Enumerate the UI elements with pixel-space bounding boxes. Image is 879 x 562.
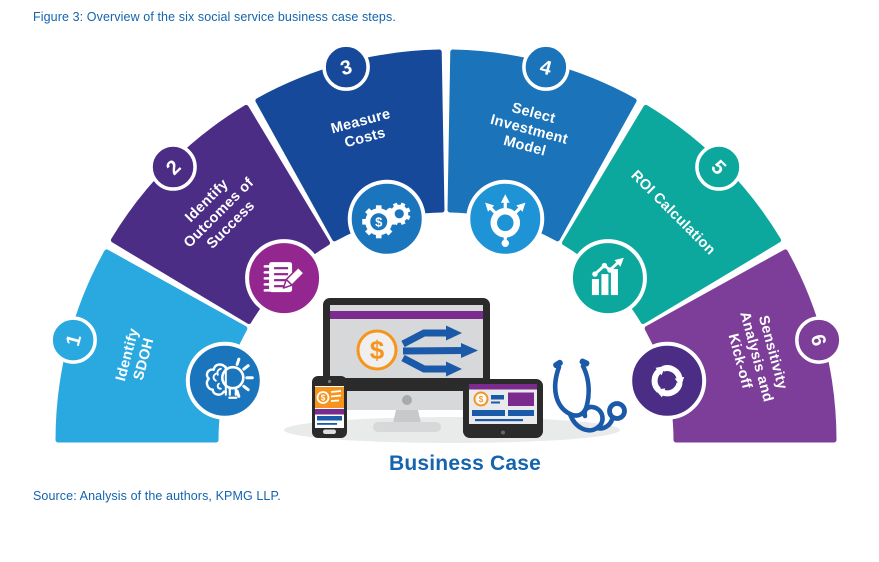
- step-number-badge: 2: [149, 143, 197, 191]
- source-note: Source: Analysis of the authors, KPMG LL…: [33, 489, 281, 503]
- svg-text:$: $: [375, 215, 383, 230]
- center-illustration: $ $ $: [284, 298, 627, 443]
- svg-text:1: 1: [62, 332, 86, 348]
- tablet-icon: $: [463, 379, 543, 438]
- center-label: Business Case: [388, 452, 542, 475]
- branching-arrows-icon: [466, 179, 545, 258]
- brain-lightbulb-icon: [185, 341, 264, 420]
- svg-text:$: $: [321, 394, 326, 403]
- step-number-badge: 6: [795, 316, 843, 364]
- svg-text:3: 3: [338, 56, 354, 80]
- step-number-badge: 1: [49, 316, 97, 364]
- notebook-pencil-icon: [245, 239, 324, 318]
- dollar-coin-icon: $: [370, 335, 385, 365]
- badges-icons-layer: 1 2 3 $4 5 6: [49, 43, 843, 420]
- figure-title: Figure 3: Overview of the six social ser…: [33, 10, 396, 24]
- svg-text:$: $: [479, 395, 484, 404]
- desktop-monitor-icon: $: [323, 298, 490, 432]
- smartphone-icon: $: [312, 376, 347, 438]
- cycle-arrows-icon: [628, 341, 707, 420]
- gears-dollar-icon: $: [347, 179, 426, 258]
- step-number-badge: 5: [695, 143, 743, 191]
- growth-chart-icon: [568, 239, 647, 318]
- svg-text:6: 6: [806, 332, 830, 348]
- step-number-badge: 4: [522, 43, 570, 91]
- step-number-badge: 3: [322, 43, 370, 91]
- stethoscope-icon: [552, 358, 627, 433]
